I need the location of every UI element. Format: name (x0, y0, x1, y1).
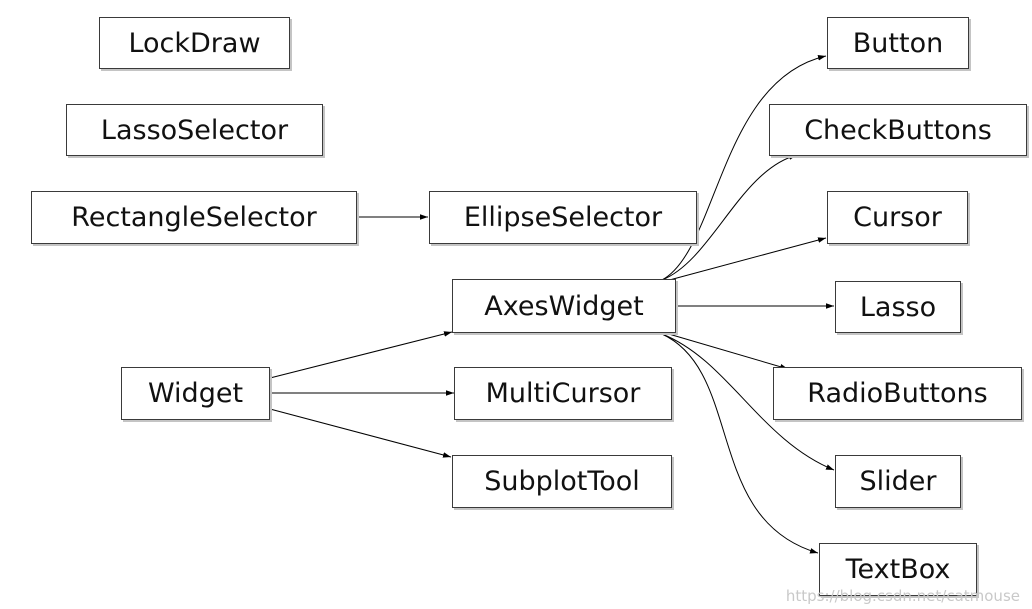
node-cursor: Cursor (827, 191, 968, 244)
node-subplottool: SubplotTool (452, 455, 672, 508)
edge-axeswidget-button (661, 55, 827, 281)
node-axeswidget: AxesWidget (452, 279, 676, 333)
edge-axeswidget-slider (661, 333, 835, 471)
node-multicursor: MultiCursor (454, 367, 672, 420)
edge-axeswidget-radiobuttons (661, 331, 789, 370)
watermark: https://blog.csdn.net/catmouse (785, 587, 1020, 605)
node-button: Button (827, 17, 969, 69)
node-checkbuttons: CheckButtons (769, 104, 1027, 156)
node-slider: Slider (835, 455, 961, 508)
node-lockdraw: LockDraw (99, 17, 290, 69)
node-lassoselector: LassoSelector (66, 104, 323, 156)
edge-axeswidget-textbox (661, 333, 819, 554)
node-textbox: TextBox (819, 543, 977, 596)
node-radiobuttons: RadioButtons (773, 367, 1022, 420)
edge-widget-subplottool (269, 408, 452, 458)
node-lasso: Lasso (835, 281, 961, 333)
node-widget: Widget (121, 367, 270, 420)
node-ellipseselector: EllipseSelector (429, 191, 697, 244)
edge-widget-axeswidget (269, 331, 453, 379)
edge-axeswidget-cursor (661, 237, 827, 283)
edge-axeswidget-checkbuttons (661, 154, 798, 281)
node-rectangleselector: RectangleSelector (31, 191, 357, 244)
